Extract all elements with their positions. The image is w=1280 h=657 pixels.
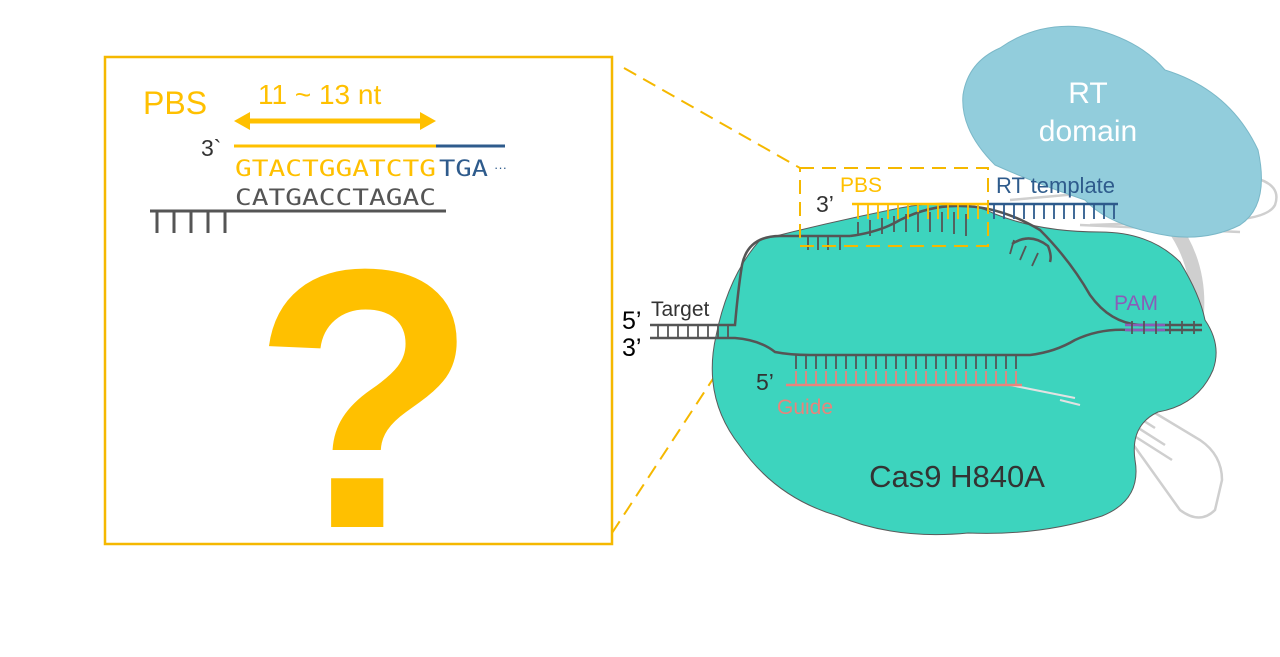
- pbs-inset-panel: PBS 11 ~ 13 nt 3` GTACTGGATCTG TGA ··· C…: [103, 55, 614, 606]
- scaffold-over-cas9: [1009, 384, 1081, 406]
- zoom-connector-lines: [611, 67, 801, 534]
- rt-sequence: TGA: [439, 157, 488, 182]
- question-mark: ?: [252, 193, 478, 606]
- cas9-label: Cas9 H840A: [869, 459, 1045, 494]
- target-sequence: CATGACCTAGAC: [235, 186, 436, 211]
- target-label: Target: [651, 298, 710, 321]
- length-arrow: [234, 112, 436, 130]
- target-five-prime-label: 5’: [622, 307, 641, 335]
- pbs-target-ticks: [807, 236, 841, 250]
- inset-target-ticks: [155, 211, 227, 233]
- pbs-hybrid-ticks: [857, 212, 967, 236]
- guide-label: Guide: [777, 396, 833, 419]
- guide-duplex-ticks: [795, 355, 1017, 369]
- rt-domain-shape: [962, 25, 1262, 238]
- guide-ticks: [795, 371, 1017, 384]
- target-duplex-ticks: [657, 325, 729, 338]
- rt-template-ticks: [993, 204, 1115, 219]
- cas9-shape: [711, 202, 1217, 536]
- pbs-highlight-box: [799, 167, 989, 247]
- rt-domain-label-line2: domain: [1039, 115, 1137, 148]
- rt-domain-label-line1: RT: [1068, 77, 1107, 110]
- pbs-sequence: GTACTGGATCTG: [235, 157, 436, 182]
- rt-template-label: RT template: [996, 173, 1115, 198]
- target-three-prime-label: 3’: [622, 334, 641, 362]
- inset-frame: [103, 55, 614, 546]
- diagram-pbs-label: PBS: [840, 174, 882, 197]
- pam-label: PAM: [1114, 292, 1158, 315]
- inset-three-prime-label: 3`: [201, 135, 221, 161]
- flap-loop: [1011, 237, 1052, 263]
- target-dna: [650, 204, 1202, 357]
- inset-pbs-label: PBS: [143, 85, 207, 121]
- pbs-three-prime-label: 3’: [816, 191, 834, 217]
- pam-ticks: [1131, 321, 1195, 334]
- length-label: 11 ~ 13 nt: [258, 79, 381, 110]
- guide-five-prime-label: 5’: [756, 369, 774, 395]
- sequence-ellipsis: ···: [494, 160, 507, 175]
